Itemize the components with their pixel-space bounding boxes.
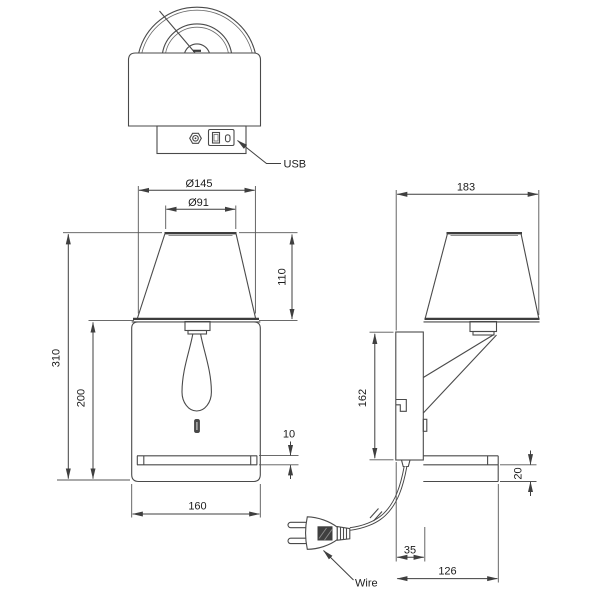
dim-backplate-depth: 35	[404, 545, 416, 557]
cable-gland	[400, 459, 411, 468]
side-shelf	[423, 455, 499, 483]
dim-shade-outer-diameter: Ø145	[186, 178, 213, 190]
shelf-plate-top	[127, 52, 262, 127]
dim-body-width-group: 160	[131, 484, 261, 518]
front-body	[131, 321, 261, 483]
dim-total-depth-group: 183	[395, 182, 540, 331]
front-shelf	[136, 455, 258, 466]
usb-leader-line	[237, 140, 281, 164]
dim-backplate-height-group: 162	[357, 331, 394, 461]
shade-circles	[138, 6, 256, 55]
power-switch-icon	[189, 132, 202, 144]
top-view: USB	[127, 6, 307, 171]
dim-shade-outer-diameter-group: Ø145	[137, 178, 256, 314]
dim-total-depth: 183	[457, 182, 475, 194]
power-plug-icon	[287, 516, 351, 550]
bulb	[181, 333, 212, 412]
dim-shelf-depth: 126	[438, 566, 456, 578]
side-switch-bump	[422, 418, 428, 432]
usb-label: USB	[284, 159, 307, 171]
dim-shelf-thickness-group: 10	[259, 429, 299, 479]
mounting-hook	[395, 398, 407, 412]
dim-shade-height-group: 110	[239, 232, 298, 322]
usb-ports-icon	[207, 128, 235, 147]
side-socket-lip	[472, 330, 495, 336]
dim-body-height-group: 200	[76, 320, 134, 480]
shade-seam-line	[159, 10, 197, 55]
dim-shelf-depth-group: 126	[396, 484, 499, 583]
dim-shade-height: 110	[277, 268, 289, 286]
dim-shelf-thickness: 10	[283, 429, 295, 441]
support-arm	[422, 334, 497, 414]
dim-total-height-group: 310	[51, 232, 162, 481]
front-shade	[131, 232, 261, 323]
dim-total-height: 310	[51, 349, 63, 367]
front-switch-slot	[194, 419, 200, 433]
power-cord	[349, 466, 408, 531]
dim-base-height-group: 20	[500, 450, 537, 496]
dim-shade-top-diameter: Ø91	[188, 197, 209, 209]
dim-base-height: 20	[513, 467, 525, 479]
plug-grip	[317, 526, 333, 541]
front-view: Ø145 Ø91 110 310 200	[51, 178, 299, 518]
front-face-strip	[156, 125, 247, 155]
side-shade	[423, 232, 540, 323]
front-socket-lip	[187, 329, 208, 335]
dim-body-width: 160	[188, 501, 206, 513]
side-view: Wire 183 162 20 35	[287, 182, 540, 590]
dim-backplate-height: 162	[357, 389, 369, 407]
wire-leader-line	[323, 550, 354, 581]
dim-backplate-depth-group: 35	[395, 462, 426, 562]
wire-label: Wire	[355, 578, 378, 590]
dim-body-height: 200	[76, 389, 88, 407]
dim-shade-top-diameter-group: Ø91	[165, 197, 237, 229]
